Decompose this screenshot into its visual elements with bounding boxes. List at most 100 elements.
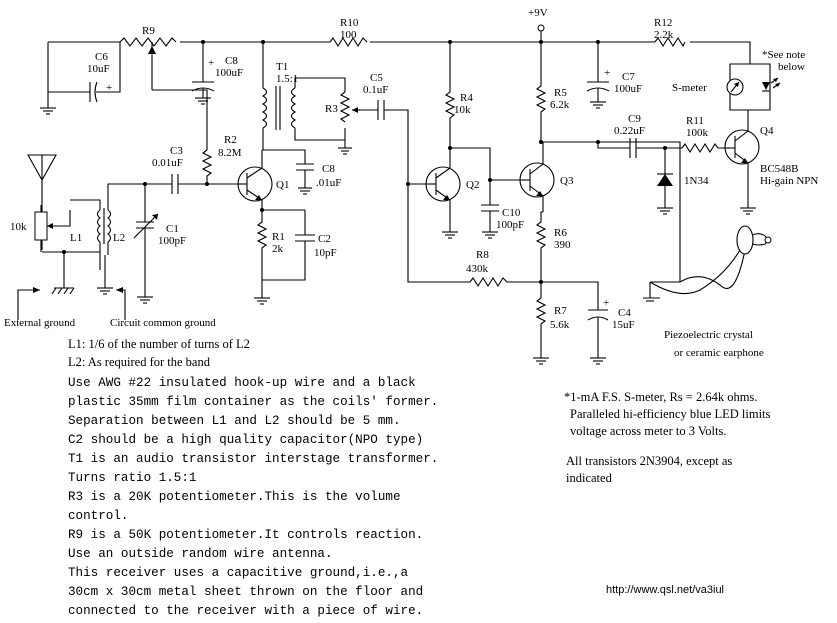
meter-note-4: All transistors 2N3904, except as xyxy=(566,454,732,468)
label-r5-val: 6.2k xyxy=(550,99,570,111)
label-c6-plus: + xyxy=(106,82,112,94)
label-r4-val: 10k xyxy=(454,104,471,116)
r9-potentiometer xyxy=(119,37,208,150)
meter-note-1: *1-mA F.S. S-meter, Rs = 2.64k ohms. xyxy=(564,390,757,404)
note-t1: T1 is an audio transistor interstage tra… xyxy=(68,452,438,466)
1n34-diode xyxy=(657,148,673,215)
label-c4-plus: + xyxy=(603,297,609,309)
label-c7: C7 xyxy=(622,71,635,83)
label-r10-val: 100 xyxy=(340,29,357,41)
q3-transistor xyxy=(519,142,555,212)
meter-note-5: indicated xyxy=(566,471,613,485)
c9-capacitor xyxy=(597,138,682,158)
note-turns: Turns ratio 1.5:1 xyxy=(68,471,196,485)
label-10k: 10k xyxy=(10,221,27,233)
note-l2: L2: As required for the band xyxy=(68,355,211,369)
c1-variable-capacitor xyxy=(133,182,159,304)
note-awg: Use AWG #22 insulated hook-up wire and a… xyxy=(68,376,416,390)
label-r11-val: 100k xyxy=(686,127,709,139)
label-c2-val: 10pF xyxy=(314,247,337,259)
l1-l2-coils xyxy=(42,183,170,270)
note-ground: This receiver uses a capacitive ground,i… xyxy=(68,566,409,580)
ground-symbols xyxy=(17,252,126,320)
label-vcc: +9V xyxy=(528,7,548,19)
label-r1: R1 xyxy=(272,231,285,243)
label-c6-val: 10uF xyxy=(87,63,110,75)
note-sheet: 30cm x 30cm metal sheet thrown on the fl… xyxy=(68,585,423,599)
meter-notes: *1-mA F.S. S-meter, Rs = 2.64k ohms. Par… xyxy=(564,390,771,596)
label-c8b-val: .01uF xyxy=(316,177,341,189)
label-c2: C2 xyxy=(318,233,331,245)
label-c1: C1 xyxy=(166,223,179,235)
r1-c2-emitter xyxy=(254,208,315,305)
r5-r6-r7 xyxy=(533,42,681,365)
earphone xyxy=(643,225,772,302)
label-r3: R3 xyxy=(325,103,338,115)
r8-resistor xyxy=(469,276,541,288)
note-c2: C2 should be a high quality capacitor(NP… xyxy=(68,433,423,447)
r4-resistor xyxy=(444,42,456,150)
c6-branch xyxy=(40,42,121,115)
component-labels: R9 C6 10uF + + C8 100uF T1 1.5:1 R10 100… xyxy=(4,7,818,359)
r12-resistor xyxy=(654,36,690,48)
label-1n34: 1N34 xyxy=(684,175,709,187)
note-wire: connected to the receiver with a piece o… xyxy=(68,604,423,618)
label-c9-val: 0.22uF xyxy=(614,125,645,137)
label-t1-ratio: 1.5:1 xyxy=(276,73,298,85)
label-r11: R11 xyxy=(686,115,704,127)
label-c5-val: 0.1uF xyxy=(363,84,388,96)
note-r9: R9 is a 50K potentiometer.It controls re… xyxy=(68,528,423,542)
label-c8-val: 100uF xyxy=(215,67,243,79)
note-container: plastic 35mm film container as the coils… xyxy=(68,395,438,409)
q2-transistor xyxy=(425,147,491,239)
label-t1: T1 xyxy=(276,61,288,73)
label-c8b: C8 xyxy=(322,163,335,175)
label-c5: C5 xyxy=(370,72,383,84)
label-c1-val: 100pF xyxy=(158,235,186,247)
note-line2: below xyxy=(778,61,805,73)
q4-transistor xyxy=(724,110,760,215)
build-notes: L1: 1/6 of the number of turns of L2 L2:… xyxy=(68,337,438,618)
label-r12: R12 xyxy=(654,17,672,29)
label-q4-type: BC548B xyxy=(760,163,799,175)
label-q1: Q1 xyxy=(276,179,289,191)
label-c7-val: 100uF xyxy=(614,83,642,95)
label-c7-plus: + xyxy=(604,67,610,79)
s-meter-and-led xyxy=(726,63,781,111)
c4-capacitor xyxy=(587,309,609,365)
label-r12-val: 2.2k xyxy=(654,29,674,41)
c8-bypass xyxy=(296,163,314,195)
label-c3: C3 xyxy=(170,145,183,157)
r2-resistor xyxy=(201,149,213,184)
label-q4-desc: Hi-gain NPN xyxy=(760,175,818,187)
label-r7-val: 5.6k xyxy=(550,319,570,331)
label-circuit-ground: Circuit common ground xyxy=(110,317,216,329)
t1-transformer xyxy=(261,42,346,164)
note-l1: L1: 1/6 of the number of turns of L2 xyxy=(68,337,250,351)
label-c4: C4 xyxy=(618,307,631,319)
r3-volume-pot xyxy=(338,91,360,155)
label-l1: L1 xyxy=(70,232,82,244)
c3-capacitor xyxy=(145,174,238,194)
r11-resistor xyxy=(681,142,727,154)
label-c8-plus: + xyxy=(208,57,214,69)
label-r4: R4 xyxy=(460,92,473,104)
label-s-meter: S-meter xyxy=(672,82,707,94)
label-r6: R6 xyxy=(554,227,567,239)
label-r8-val: 430k xyxy=(466,263,489,275)
label-q3: Q3 xyxy=(560,175,574,187)
label-external-ground: External ground xyxy=(4,317,76,329)
note-separation: Separation between L1 and L2 should be 5… xyxy=(68,414,401,428)
label-r8: R8 xyxy=(476,249,489,261)
meter-note-3: voltage across meter to 3 Volts. xyxy=(570,424,726,438)
label-earphone-2: or ceramic earphone xyxy=(674,347,764,359)
label-c6: C6 xyxy=(95,51,108,63)
q1-transistor xyxy=(237,150,273,210)
label-c3-val: 0.01uF xyxy=(152,157,183,169)
label-q2: Q2 xyxy=(466,179,479,191)
vcc-terminal xyxy=(537,24,545,32)
label-r10: R10 xyxy=(340,17,359,29)
label-r2-val: 8.2M xyxy=(218,147,242,159)
label-r5: R5 xyxy=(554,87,567,99)
